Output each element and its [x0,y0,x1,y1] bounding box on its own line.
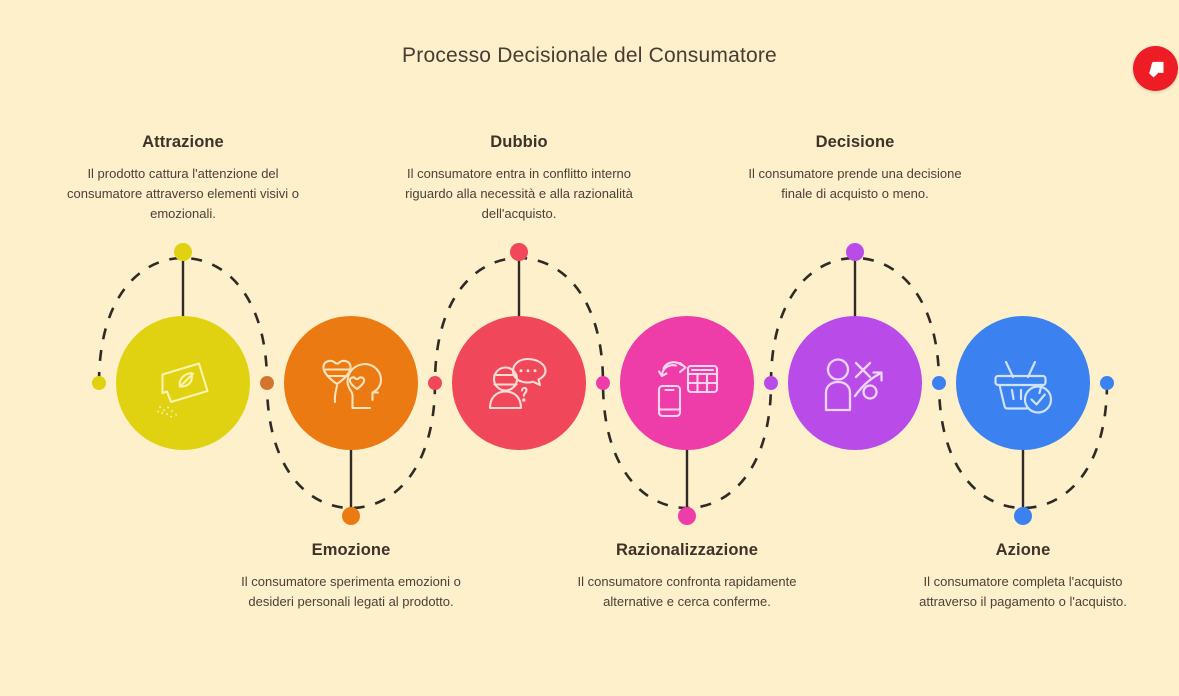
page-title: Processo Decisionale del Consumatore [402,44,777,67]
step-heading: Decisione [815,133,895,151]
step-heading: Azione [995,541,1051,559]
step-body: Il consumatore entra in conflitto intern… [405,166,633,222]
step-text-dubbio: Dubbio Il consumatore entra in conflitto… [394,133,644,224]
brand-logo[interactable] [1133,46,1178,91]
step-node-decisione[interactable] [788,316,922,450]
step-heading: Attrazione [142,133,224,151]
stem-dot-emozione [342,507,360,525]
step-node-azione[interactable] [956,316,1090,450]
connector-dot [596,376,610,390]
step-heading: Dubbio [490,133,548,151]
arrow-up-right-icon [1143,56,1169,82]
step-body: Il consumatore prende una decisione fina… [748,166,962,202]
stem-dot-razionalizzazione [678,507,696,525]
step-node-attrazione[interactable] [116,316,250,450]
step-body: Il prodotto cattura l'attenzione del con… [67,166,299,222]
step-body: Il consumatore confronta rapidamente alt… [577,574,797,610]
stem-dot-dubbio [510,243,528,261]
step-body: Il consumatore completa l'acquisto attra… [919,574,1127,610]
person-strategy-icon [818,346,892,420]
step-text-decisione: Decisione Il consumatore prende una deci… [738,133,972,204]
step-heading: Razionalizzazione [616,541,758,559]
phone-compare-calculator-icon [650,346,724,420]
step-text-azione: Azione Il consumatore completa l'acquist… [898,541,1148,612]
stem-dot-attrazione [174,243,192,261]
stem-dot-azione [1014,507,1032,525]
connector-dot [932,376,946,390]
connector-dot [260,376,274,390]
step-text-emozione: Emozione Il consumatore sperimenta emozi… [226,541,476,612]
step-text-razionalizzazione: Razionalizzazione Il consumatore confron… [562,541,812,612]
connector-dot [428,376,442,390]
step-node-razionalizzazione[interactable] [620,316,754,450]
step-text-attrazione: Attrazione Il prodotto cattura l'attenzi… [58,133,308,224]
stem-dot-decisione [846,243,864,261]
step-node-dubbio[interactable] [452,316,586,450]
connector-dot [92,376,106,390]
step-heading: Emozione [311,541,391,559]
person-question-bubble-icon [482,346,556,420]
connector-dot [764,376,778,390]
step-node-emozione[interactable] [284,316,418,450]
basket-check-icon [986,346,1060,420]
seed-packet-leaf-icon [146,346,220,420]
connector-dot [1100,376,1114,390]
step-body: Il consumatore sperimenta emozioni o des… [241,574,461,610]
head-heart-icon [314,346,388,420]
